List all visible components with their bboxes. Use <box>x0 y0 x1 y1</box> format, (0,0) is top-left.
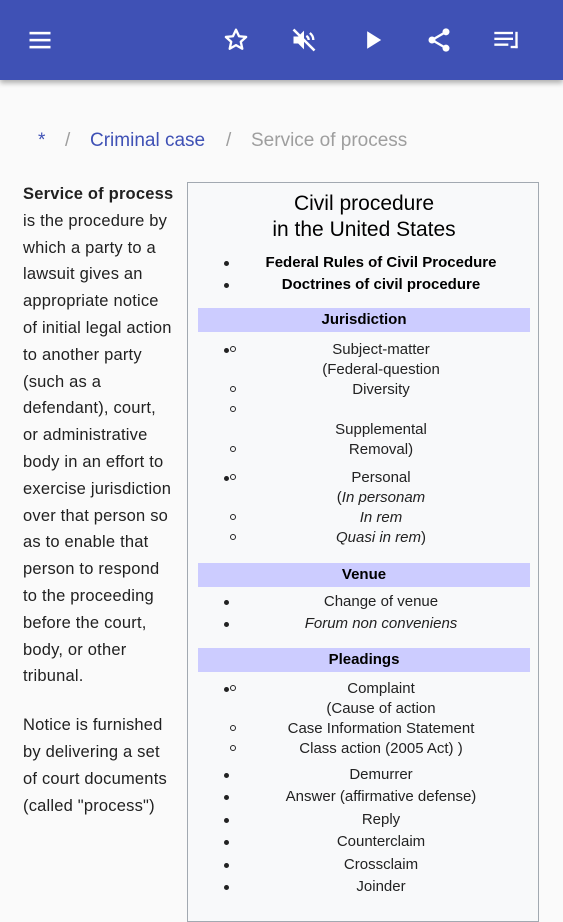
link-answer[interactable]: Answer (affirmative defense) <box>285 788 477 805</box>
section-header-jurisdiction: Jurisdiction <box>198 308 530 332</box>
infobox: Civil procedure in the United States Fed… <box>187 182 539 922</box>
bullet-icon <box>224 261 229 266</box>
volume-off-icon[interactable] <box>286 22 322 58</box>
link-forum-non-conveniens[interactable]: Forum non conveniens <box>304 615 458 632</box>
article-body: Service of process is the procedure by w… <box>23 181 175 841</box>
article-paragraph: Service of process is the procedure by w… <box>23 181 175 690</box>
quasi-in-rem-line[interactable]: Quasi in rem) <box>188 528 563 548</box>
bullet-icon <box>224 687 229 692</box>
infobox-title-line: Civil procedure <box>293 192 435 215</box>
link-case-information-statement[interactable]: Case Information Statement <box>287 720 475 737</box>
circle-bullet-icon <box>230 386 236 392</box>
link-change-of-venue[interactable]: Change of venue <box>323 593 439 610</box>
breadcrumb-link-criminal-case[interactable]: Criminal case <box>90 130 206 151</box>
link-in-rem[interactable]: In rem <box>359 509 403 526</box>
article-text: is the procedure by which a party to a l… <box>23 211 172 686</box>
article-term: Service of process <box>23 185 174 203</box>
link-federal-question[interactable]: (Federal-question <box>322 361 440 378</box>
bullet-icon <box>224 600 229 605</box>
link-removal[interactable]: Removal) <box>348 441 414 458</box>
link-subject-matter[interactable]: Subject-matter <box>332 341 430 358</box>
link-counterclaim[interactable]: Counterclaim <box>336 833 426 850</box>
bullet-icon <box>224 863 229 868</box>
link-diversity[interactable]: Diversity <box>352 381 410 398</box>
infobox-title: Civil procedure in the United States <box>188 191 540 243</box>
link-joinder[interactable]: Joinder <box>356 878 406 895</box>
share-icon[interactable] <box>421 22 457 58</box>
link-complaint[interactable]: Complaint <box>347 680 415 697</box>
playlist-icon[interactable] <box>488 22 524 58</box>
section-header-pleadings: Pleadings <box>198 648 530 672</box>
breadcrumb-separator: / <box>65 130 71 151</box>
circle-bullet-icon <box>230 406 236 412</box>
bullet-icon <box>224 818 229 823</box>
article-paragraph: Notice is furnished by delivering a set … <box>23 716 167 815</box>
breadcrumb-home[interactable]: * <box>38 130 46 151</box>
circle-bullet-icon <box>230 725 236 731</box>
bullet-icon <box>224 840 229 845</box>
circle-bullet-icon <box>230 346 236 352</box>
link-demurrer[interactable]: Demurrer <box>349 766 413 783</box>
circle-bullet-icon <box>230 514 236 520</box>
in-personam-line[interactable]: (In personam <box>188 488 563 508</box>
circle-bullet-icon <box>230 474 236 480</box>
infobox-title-line: in the United States <box>272 218 456 241</box>
circle-bullet-icon <box>230 446 236 452</box>
breadcrumb-separator: / <box>226 130 232 151</box>
link-class-action[interactable]: Class action (2005 Act) ) <box>299 740 463 757</box>
link-crossclaim[interactable]: Crossclaim <box>343 856 419 873</box>
link-reply[interactable]: Reply <box>361 811 401 828</box>
paren-open: ( <box>336 489 342 506</box>
link-personal[interactable]: Personal <box>351 469 411 486</box>
bullet-icon <box>224 795 229 800</box>
play-icon[interactable] <box>355 22 391 58</box>
paren-close: ) <box>421 529 427 546</box>
link-supplemental[interactable]: Supplemental <box>335 421 427 438</box>
bullet-icon <box>224 622 229 627</box>
link-in-personam[interactable]: In personam <box>341 489 426 506</box>
app-bar <box>0 0 563 80</box>
circle-bullet-icon <box>230 685 236 691</box>
bullet-icon <box>224 348 229 353</box>
link-frcp[interactable]: Federal Rules of Civil Procedure <box>265 254 497 271</box>
circle-bullet-icon <box>230 534 236 540</box>
bullet-icon <box>224 885 229 890</box>
link-doctrines[interactable]: Doctrines of civil procedure <box>281 276 481 293</box>
menu-icon[interactable] <box>22 22 58 58</box>
breadcrumb-current: Service of process <box>251 130 408 151</box>
bullet-icon <box>224 476 229 481</box>
bullet-icon <box>224 283 229 288</box>
circle-bullet-icon <box>230 745 236 751</box>
star-icon[interactable] <box>218 22 254 58</box>
bullet-icon <box>224 773 229 778</box>
section-header-venue: Venue <box>198 563 530 587</box>
link-cause-of-action[interactable]: (Cause of action <box>326 700 436 717</box>
link-quasi-in-rem[interactable]: Quasi in rem <box>335 529 422 546</box>
